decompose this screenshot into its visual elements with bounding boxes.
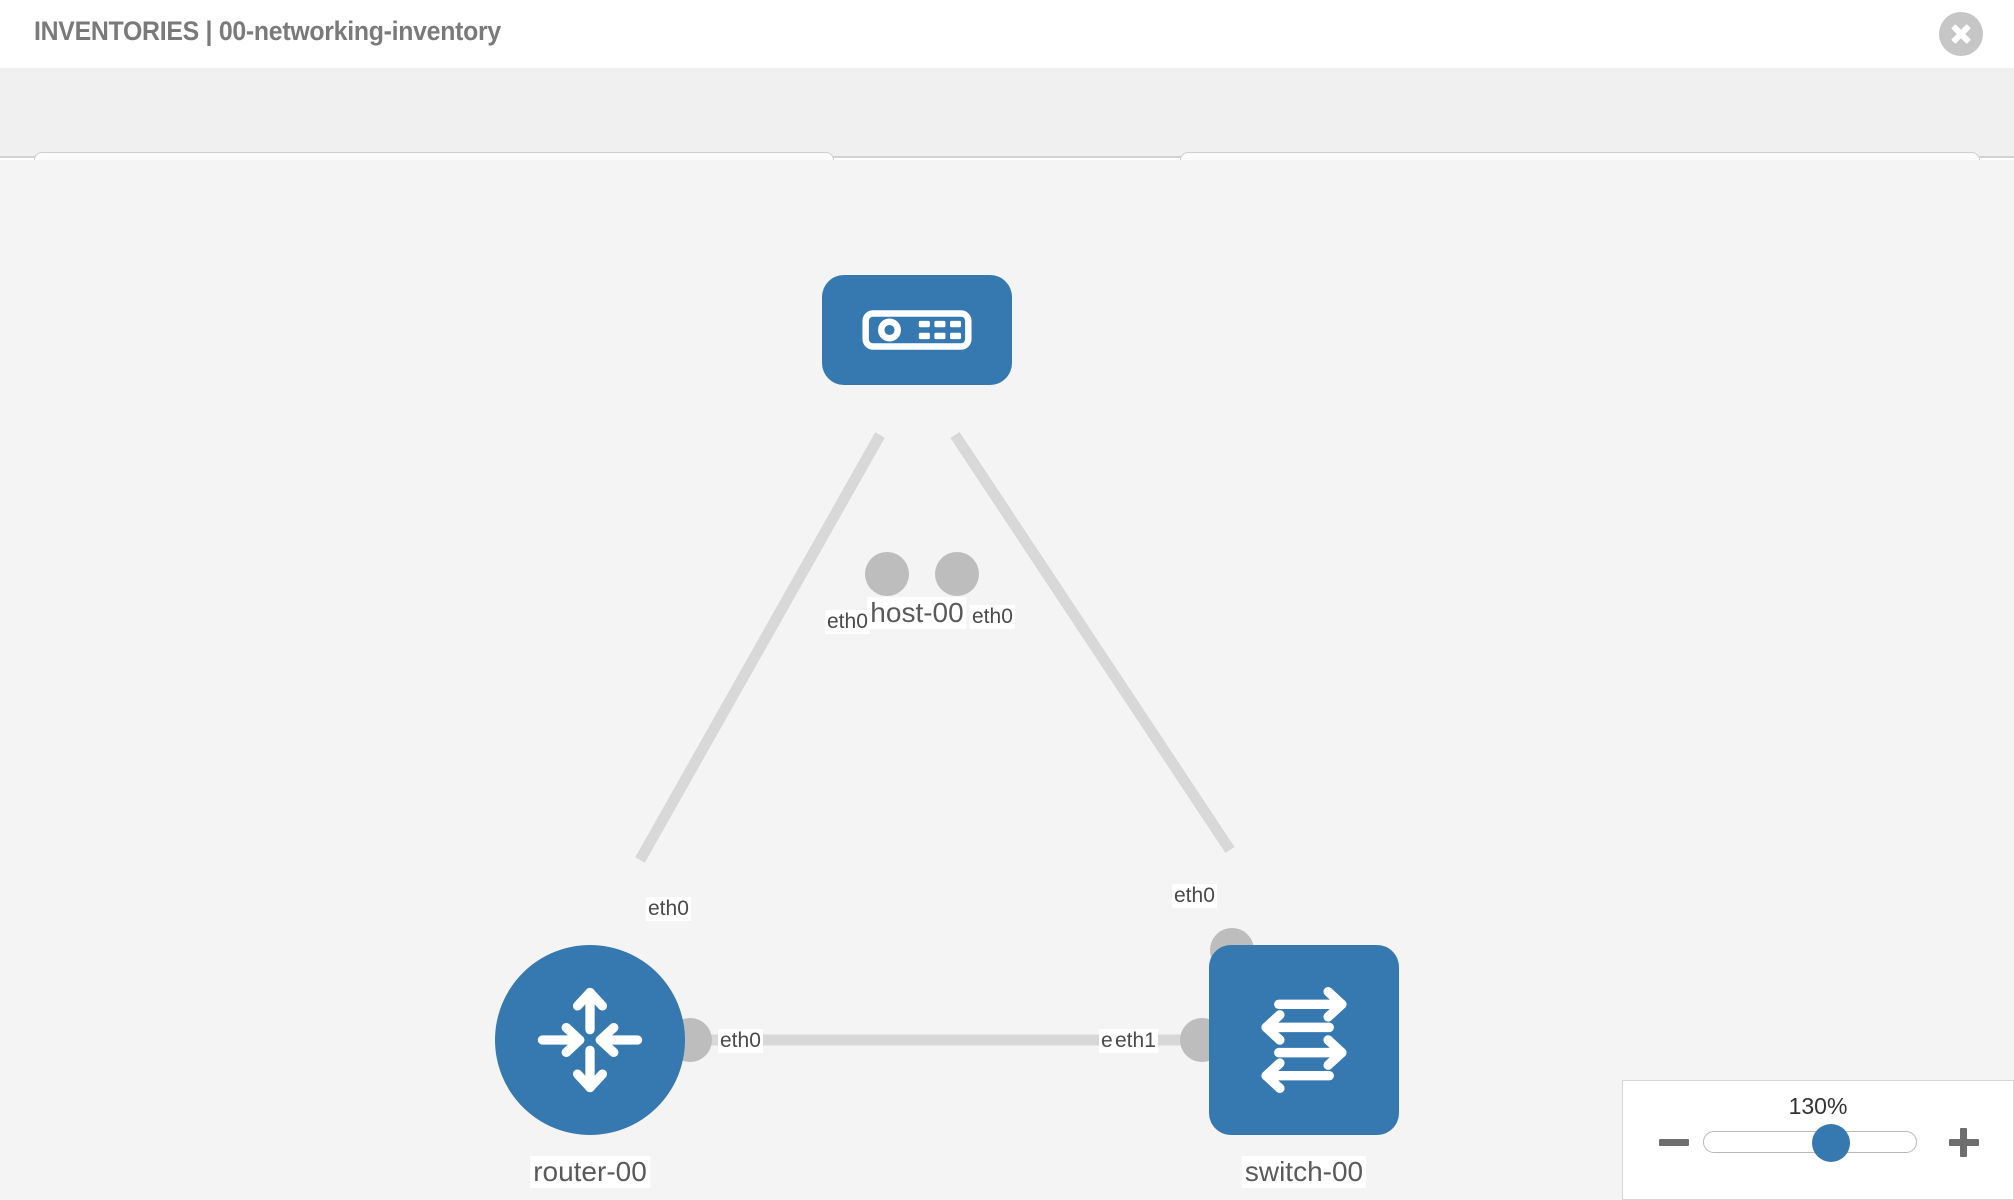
port-host-00-right[interactable] <box>935 552 979 596</box>
zoom-control: 130% <box>1622 1080 2014 1200</box>
server-icon <box>862 310 972 350</box>
node-host-00[interactable] <box>822 275 1012 385</box>
switch-arrows-icon <box>1261 986 1347 1094</box>
node-label-host-00: host-00 <box>867 597 967 629</box>
topology-canvas[interactable]: host-00 router-0 <box>0 160 2014 1200</box>
node-router-00[interactable] <box>495 945 685 1135</box>
node-switch-00[interactable] <box>1209 945 1399 1135</box>
router-arrows-icon <box>537 987 643 1093</box>
minus-icon[interactable] <box>1657 1125 1691 1159</box>
port-label-switch-router: eth1 <box>1113 1029 1158 1053</box>
zoom-slider[interactable] <box>1703 1124 1917 1162</box>
page-header: INVENTORIES | 00-networking-inventory <box>0 0 2014 68</box>
node-label-switch-00: switch-00 <box>1241 1156 1367 1188</box>
port-label-switch-host: eth0 <box>1172 884 1217 908</box>
port-label-router-host: eth0 <box>646 897 691 921</box>
port-label-host-switch: eth0 <box>970 605 1015 629</box>
page-title: INVENTORIES | 00-networking-inventory <box>34 16 501 46</box>
zoom-slider-thumb[interactable] <box>1812 1124 1851 1162</box>
port-label-router-switch: eth0 <box>718 1029 763 1053</box>
node-label-router-00: router-00 <box>530 1156 650 1188</box>
close-icon[interactable] <box>1939 12 1983 56</box>
toolbar: ACTIONS SEARCH <box>0 68 2014 208</box>
port-label-host-router: eth0 <box>825 610 870 634</box>
zoom-level-value: 130% <box>1788 1093 1848 1119</box>
port-host-00-left[interactable] <box>865 552 909 596</box>
plus-icon[interactable] <box>1947 1125 1981 1159</box>
